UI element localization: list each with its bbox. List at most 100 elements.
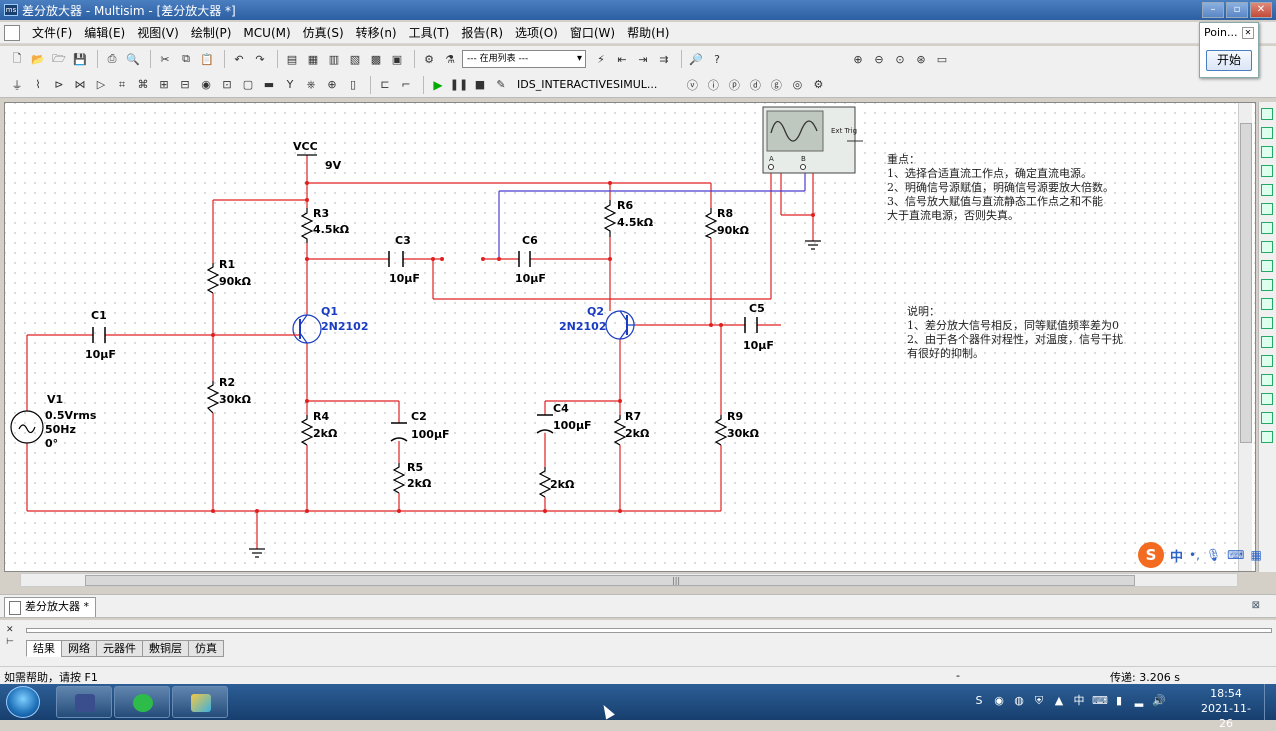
power-tray-icon[interactable]: ▮: [1115, 694, 1123, 707]
sogou-logo-icon[interactable]: S: [1138, 542, 1164, 568]
open-folder-icon[interactable]: 📂: [31, 52, 45, 66]
maximize-button[interactable]: ▫: [1226, 2, 1248, 18]
run-simulation-icon[interactable]: ▶: [433, 77, 443, 92]
record-tray-icon[interactable]: ◉: [994, 694, 1004, 707]
menu-options[interactable]: 选项(O): [515, 25, 558, 40]
new-icon[interactable]: 🗋: [12, 51, 22, 65]
zoom-area-icon[interactable]: ⊙: [895, 52, 905, 66]
in-use-list-select[interactable]: --- 在用列表 ---: [462, 50, 586, 68]
bode-plotter-icon[interactable]: [1261, 203, 1273, 215]
grapher-icon[interactable]: ▧: [349, 52, 361, 66]
pane-close-icon[interactable]: ✕⊢: [6, 625, 14, 647]
show-hidden-icons-icon[interactable]: ▲: [1054, 694, 1064, 707]
schematic-workspace[interactable]: VCC 9V: [4, 102, 1256, 572]
iv-analyzer-icon[interactable]: [1261, 298, 1273, 310]
taskbar-clock[interactable]: 18:54 2021-11-26: [1196, 686, 1256, 731]
vertical-scroll-thumb[interactable]: [1240, 123, 1252, 443]
mcu-component-icon[interactable]: ▯: [349, 78, 357, 91]
erc-icon[interactable]: ⚗: [445, 52, 455, 66]
frequency-counter-icon[interactable]: [1261, 222, 1273, 234]
menu-reports[interactable]: 报告(R): [461, 25, 504, 40]
tab-nets[interactable]: 网络: [61, 640, 97, 657]
zoom-out-icon[interactable]: ⊖: [874, 52, 884, 66]
popup-close-icon[interactable]: ✕: [1242, 27, 1254, 39]
oscilloscope-icon[interactable]: [1261, 165, 1273, 177]
show-desktop-button[interactable]: [1264, 684, 1276, 720]
undo-icon[interactable]: ↶: [234, 52, 244, 66]
electromechanical-icon[interactable]: ⎈: [306, 77, 316, 91]
tab-components[interactable]: 元器件: [96, 640, 143, 657]
zoom-in-icon[interactable]: ⊕: [853, 52, 863, 66]
tab-copper-layers[interactable]: 敷铜层: [142, 640, 189, 657]
mixed-component-icon[interactable]: ⊟: [180, 78, 190, 91]
copy-icon[interactable]: ⧉: [182, 52, 190, 65]
probe-digital-icon[interactable]: ⓖ: [770, 78, 782, 92]
design-toolbox-icon[interactable]: ▤: [286, 52, 298, 66]
probe-power-icon[interactable]: ⓟ: [728, 78, 740, 92]
panel-toggle-icon[interactable]: ⊠: [1251, 600, 1260, 611]
menu-file[interactable]: 文件(F): [32, 25, 73, 40]
volume-tray-icon[interactable]: 🔊: [1152, 694, 1166, 707]
microphone-icon[interactable]: 🎙: [1205, 548, 1222, 562]
full-screen-icon[interactable]: ▭: [936, 52, 948, 66]
ttl-component-icon[interactable]: ⌗: [118, 77, 126, 91]
source-component-icon[interactable]: ⏚: [11, 78, 23, 92]
menu-view[interactable]: 视图(V): [137, 25, 179, 40]
analog-component-icon[interactable]: ▷: [96, 78, 106, 91]
save-icon[interactable]: 💾: [73, 52, 87, 66]
close-button[interactable]: ✕: [1250, 2, 1272, 18]
menu-edit[interactable]: 编辑(E): [84, 25, 126, 40]
menu-place[interactable]: 绘制(P): [190, 25, 232, 40]
document-icon[interactable]: [4, 24, 20, 41]
tab-results[interactable]: 结果: [26, 640, 62, 657]
probe-reference-icon[interactable]: ◎: [792, 78, 803, 91]
keyboard-icon[interactable]: ⌨: [1227, 548, 1245, 562]
logic-analyzer-icon[interactable]: [1261, 279, 1273, 291]
taskbar-multisim-button[interactable]: [56, 686, 112, 718]
stop-simulation-icon[interactable]: ■: [474, 78, 486, 91]
start-menu-orb-icon[interactable]: [6, 686, 40, 718]
wattmeter-icon[interactable]: [1261, 146, 1273, 158]
sogou-tray-icon[interactable]: S: [975, 694, 983, 707]
bus-icon[interactable]: ⌐: [401, 78, 411, 91]
back-annotate-icon[interactable]: ⇤: [617, 52, 627, 66]
breadboard-icon[interactable]: ▩: [370, 52, 382, 66]
shield-tray-icon[interactable]: ⛨: [1034, 694, 1044, 707]
spreadsheet-icon[interactable]: ▦: [307, 52, 319, 66]
misc-component-icon[interactable]: ▢: [242, 78, 254, 91]
forward-annotate-icon[interactable]: ⇥: [638, 52, 648, 66]
oscilloscope[interactable]: [762, 106, 863, 174]
multimeter-icon[interactable]: [1261, 108, 1273, 120]
four-channel-scope-icon[interactable]: [1261, 184, 1273, 196]
probe-diff-icon[interactable]: ⓓ: [749, 78, 761, 92]
labview-instrument-icon[interactable]: [1261, 431, 1273, 443]
basic-component-icon[interactable]: ⌇: [35, 78, 41, 91]
hierarchical-block-icon[interactable]: ⊏: [380, 78, 390, 91]
agilent-multimeter-icon[interactable]: [1261, 393, 1273, 405]
redo-icon[interactable]: ↷: [255, 52, 265, 66]
menu-simulate[interactable]: 仿真(S): [302, 25, 344, 40]
start-button[interactable]: 开始: [1206, 50, 1252, 71]
probe-settings-icon[interactable]: ⚙: [813, 78, 824, 91]
logic-converter-icon[interactable]: [1261, 260, 1273, 272]
multisim-app-icon[interactable]: ms: [4, 4, 18, 16]
advanced-peripherals-icon[interactable]: ▬: [263, 78, 275, 91]
horizontal-scrollbar[interactable]: |||: [20, 573, 1238, 587]
menu-tools[interactable]: 工具(T): [408, 25, 450, 40]
probe-current-icon[interactable]: ⓘ: [707, 78, 719, 92]
transistor-component-icon[interactable]: ⋈: [74, 78, 86, 91]
electrical-rules-icon[interactable]: ⚡: [597, 52, 605, 66]
taskbar-paint-button[interactable]: [172, 686, 228, 718]
taskbar-wechat-button[interactable]: [114, 686, 170, 718]
spectrum-analyzer-icon[interactable]: [1261, 336, 1273, 348]
vertical-scrollbar[interactable]: [1238, 103, 1252, 571]
pane-splitter[interactable]: [26, 628, 1272, 633]
pause-simulation-icon[interactable]: ❚❚: [449, 78, 469, 91]
probe-voltage-icon[interactable]: ⓥ: [686, 78, 698, 92]
ime-mode[interactable]: 中: [1170, 549, 1184, 565]
wechat-tray-icon[interactable]: ◍: [1014, 694, 1024, 707]
network-tray-icon[interactable]: ▂: [1134, 694, 1144, 707]
indicator-component-icon[interactable]: ◉: [201, 78, 211, 91]
help-icon[interactable]: ?: [714, 52, 720, 66]
misc-digital-icon[interactable]: ⊞: [159, 78, 169, 91]
